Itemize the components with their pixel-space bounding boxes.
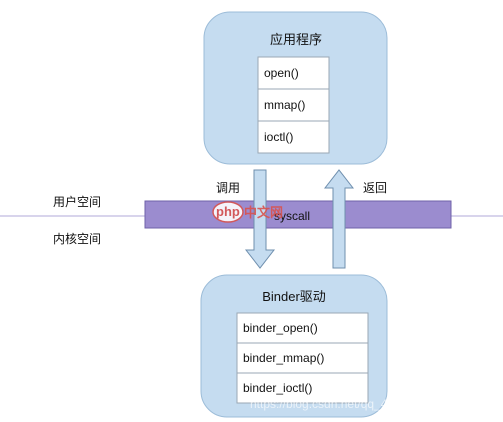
return-label: 返回 [363,181,387,195]
syscall-label: syscall [274,209,310,223]
call-label: 调用 [216,181,240,195]
php-watermark: php 中文网 [212,201,283,223]
user-space-label: 用户空间 [53,194,101,209]
php-watermark-cn: 中文网 [244,205,283,220]
down-arrow-icon [244,169,276,269]
return-arrow [323,169,355,269]
syscall-bar: syscall [144,200,452,229]
driver-item-ioctl [236,372,369,404]
url-watermark: https://blog.csdn.net/qq_45272690 [250,397,434,411]
app-item-open-label: open() [264,66,299,80]
syscall-bar-bg [144,200,452,229]
php-watermark-text: php [216,204,240,219]
driver-item-open-label: binder_open() [243,321,318,335]
app-item-ioctl-label: ioctl() [264,130,293,144]
app-item-open [257,56,330,90]
up-arrow-icon [323,169,355,269]
driver-item-open [236,312,369,344]
kernel-space-label: 内核空间 [53,232,101,246]
driver-item-ioctl-label: binder_ioctl() [243,381,312,395]
call-arrow [244,169,276,269]
php-watermark-badge [212,201,244,223]
app-box: 应用程序 open() mmap() ioctl() [203,11,388,165]
driver-item-mmap [236,342,369,374]
app-box-title: 应用程序 [270,32,322,47]
driver-item-mmap-label: binder_mmap() [243,351,324,365]
driver-box-title: Binder驱动 [262,289,326,304]
app-item-ioctl [257,120,330,154]
driver-box: Binder驱动 binder_open() binder_mmap() bin… [200,274,388,418]
app-item-mmap-label: mmap() [264,98,305,112]
